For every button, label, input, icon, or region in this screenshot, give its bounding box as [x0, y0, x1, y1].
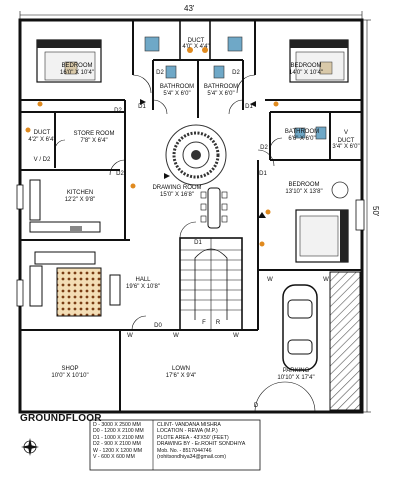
door-tag-d1-a: D1 [138, 104, 146, 110]
room-bathroom-3-name: BATHROOM [284, 129, 320, 135]
room-bathroom-2-name: BATHROOM [203, 84, 239, 90]
door-tag-d0: D0 [154, 323, 162, 329]
room-bathroom-3-size: 6'6" X 6'0" [288, 136, 316, 142]
drawing-room-furniture [165, 124, 228, 229]
plant-markers [25, 101, 279, 247]
door-tag-v-d2: V / D2 [33, 157, 51, 163]
room-bathroom-1-size: 5'4" X 6'0" [163, 91, 191, 97]
stair-tag-f: F [202, 320, 206, 326]
legend-line: D0 - 1200 X 2100 MM [93, 428, 144, 435]
room-parking-size: 10'10" X 17'4" [277, 375, 315, 381]
window-tag-w-2: W [323, 277, 329, 283]
room-lawn-size: 17'6" X 9'4" [165, 373, 197, 379]
title-block [89, 419, 261, 471]
hall-furniture [29, 251, 121, 317]
room-bedroom-3-name: BEDROOM [288, 182, 320, 188]
room-kitchen-size: 12'2" X 9'8" [64, 197, 96, 203]
door-tag-d2-d: D2 [116, 171, 124, 177]
client-info: CLINT- VANDANA MISHRA LOCATION - REWA (M… [157, 422, 245, 460]
room-bathroom-1-name: BATHROOM [159, 84, 195, 90]
room-parking-name: PARKING [282, 368, 310, 374]
door-legend: D - 3000 X 2500 MM D0 - 1200 X 2100 MM D… [93, 422, 144, 460]
bed-1 [36, 39, 102, 83]
room-bedroom-1-name: BEDROOM [61, 63, 93, 69]
room-bedroom-2-name: BEDROOM [290, 63, 322, 69]
overall-width-label: 43' [184, 4, 195, 13]
door-tag-d2-e: D2 [260, 145, 268, 151]
room-duct-top-name: DUCT [187, 38, 205, 44]
room-bedroom-3-size: 13'10" X 13'8" [285, 189, 323, 195]
door-swings [54, 74, 316, 413]
legend-line: D1 - 1000 X 2100 MM [93, 434, 144, 441]
room-hall-size: 19'6" X 10'8" [126, 284, 160, 290]
room-kitchen-name: KITCHEN [66, 190, 94, 196]
door-tag-d2-c: D2 [114, 108, 122, 114]
compass-icon [21, 438, 39, 456]
info-line: LOCATION - REWA (M.P.) [157, 428, 218, 435]
info-line: PLOTE AREA - 43'X50' (FEET) [157, 434, 229, 441]
room-hall-name: HALL [135, 277, 151, 283]
room-bedroom-2-size: 14'0" X 10'4" [289, 70, 323, 76]
window-tag-w-5: W [233, 333, 239, 339]
room-duct-right-name: DUCT [337, 138, 355, 144]
overall-depth-label: 50' [371, 206, 380, 217]
room-store-size: 7'8" X 6'4" [80, 138, 108, 144]
window-tag-w-4: W [173, 333, 179, 339]
legend-line: V - 600 X 600 MM [93, 454, 135, 461]
room-duct-left-size: 4'2" X 6'4" [28, 137, 56, 143]
dimension-lines [19, 11, 371, 413]
window-tag-w-3: W [127, 333, 133, 339]
window-tag-v-right: V [343, 130, 349, 136]
flow-arrows [140, 99, 266, 218]
room-duct-right-size: 3'4" X 6'0" [332, 144, 360, 150]
bathroom-fixtures [144, 36, 327, 140]
bed-3 [295, 181, 349, 263]
door-tag-d1-d: D1 [194, 240, 202, 246]
gate-tag-d: D [253, 403, 259, 409]
room-shop-name: SHOP [61, 366, 79, 372]
room-store-name: STORE ROOM [73, 131, 115, 137]
door-tag-d1-c: D1 [259, 171, 267, 177]
bed-2 [289, 39, 349, 83]
room-drawing-size: 15'0" X 16'8" [160, 192, 194, 198]
room-duct-top-size: 4'0" X 4'4" [182, 44, 210, 50]
interior-walls [20, 19, 362, 412]
stair-tag-r: R [215, 320, 221, 326]
room-bathroom-2-size: 5'4" X 6'0" [207, 91, 235, 97]
door-tag-d2-a: D2 [156, 70, 164, 76]
kitchen-counter [29, 179, 101, 233]
door-tag-d1-b: D1 [245, 104, 253, 110]
info-line: DRAWING BY - Er.ROHIT SONDHIYA [157, 441, 246, 448]
door-tag-d2-b: D2 [232, 70, 240, 76]
windows [16, 184, 365, 307]
room-drawing-name: DRAWING ROOM [152, 185, 202, 191]
legend-line: W - 1200 X 1200 MM [93, 447, 143, 454]
window-tag-w-1: W [267, 277, 273, 283]
car [282, 284, 318, 371]
parking-hatch [329, 271, 361, 411]
info-line: Mob. No. - 8517044746 [157, 447, 212, 454]
room-duct-left-name: DUCT [33, 130, 51, 136]
legend-line: D - 3000 X 2500 MM [93, 422, 141, 428]
legend-line: D2 - 900 X 2100 MM [93, 441, 141, 448]
info-line: CLINT- VANDANA MISHRA [157, 422, 221, 428]
info-line: (rohitsondhiya34@gmail.com) [157, 454, 226, 461]
room-lawn-name: LOWN [172, 366, 190, 372]
room-bedroom-1-size: 16'0" X 10'4" [60, 70, 94, 76]
room-shop-size: 10'0" X 10'10" [51, 373, 89, 379]
staircase [180, 238, 242, 330]
floor-title: GROUNDFLOOR [20, 413, 102, 424]
